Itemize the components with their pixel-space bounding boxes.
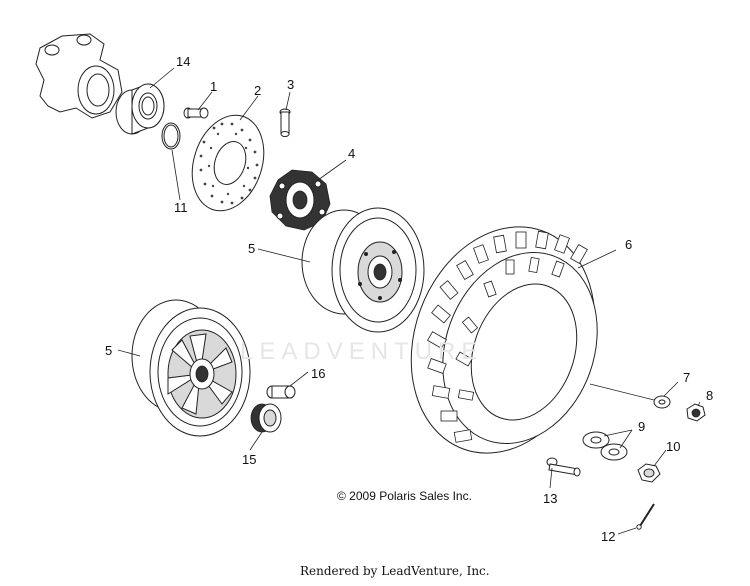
lug-nut bbox=[686, 403, 706, 422]
wheel-rim-front bbox=[301, 207, 425, 333]
callout-8: 8 bbox=[706, 388, 714, 403]
wheel-bearing bbox=[115, 83, 165, 135]
wheel-rim-rear bbox=[131, 299, 251, 437]
callout-14: 14 bbox=[176, 54, 191, 69]
callout-10: 10 bbox=[666, 439, 681, 454]
callout-4: 4 bbox=[348, 146, 356, 161]
callout-11: 11 bbox=[174, 200, 188, 215]
brake-disc bbox=[191, 114, 265, 212]
cotter-pin bbox=[636, 503, 655, 530]
callout-12: 12 bbox=[601, 529, 616, 544]
hub-spacer bbox=[266, 385, 296, 399]
callout-5-front: 5 bbox=[248, 241, 256, 256]
callout-5-rear: 5 bbox=[105, 343, 113, 358]
wheel-stud bbox=[279, 108, 291, 137]
callout-6: 6 bbox=[625, 237, 633, 252]
brake-disc-bolt bbox=[183, 107, 209, 119]
callout-1: 1 bbox=[210, 79, 218, 94]
center-cap bbox=[250, 403, 282, 433]
wheel-hub bbox=[269, 169, 331, 231]
rendered-by-footer: Rendered by LeadVenture, Inc. bbox=[300, 564, 490, 578]
callout-16: 16 bbox=[311, 366, 326, 381]
castle-nut bbox=[637, 463, 661, 483]
callout-9: 9 bbox=[638, 419, 646, 434]
retaining-ring bbox=[161, 122, 181, 150]
washer bbox=[653, 395, 671, 409]
callout-7: 7 bbox=[683, 370, 691, 385]
callout-3: 3 bbox=[287, 77, 295, 92]
callout-15: 15 bbox=[242, 452, 257, 467]
leader-lines bbox=[117, 67, 701, 535]
callout-13: 13 bbox=[543, 491, 558, 506]
callout-2: 2 bbox=[254, 83, 262, 98]
washer-pair bbox=[582, 431, 628, 461]
axle-bolt bbox=[546, 457, 581, 477]
steering-knuckle bbox=[35, 33, 123, 119]
copyright-notice: © 2009 Polaris Sales Inc. bbox=[337, 489, 472, 503]
tire bbox=[410, 226, 598, 454]
watermark-text: LEADVENTURE bbox=[240, 338, 484, 365]
